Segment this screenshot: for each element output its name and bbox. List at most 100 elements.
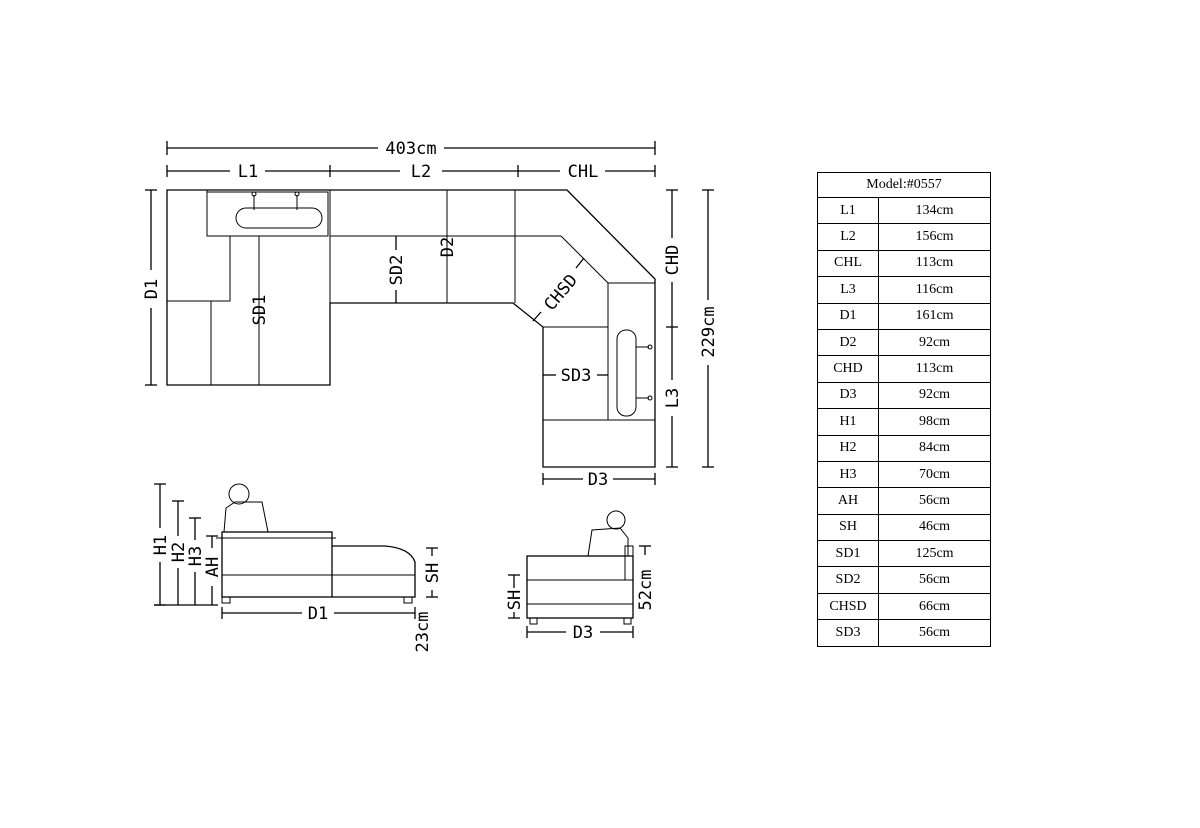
spec-key: CHD xyxy=(817,355,879,383)
total-width-dimension: 403cm xyxy=(166,139,656,159)
l1-label: L1 xyxy=(238,162,258,182)
spec-value: 66cm xyxy=(878,592,991,621)
sd2-label: SD2 xyxy=(387,255,407,286)
d3-label: D3 xyxy=(588,470,608,490)
d2-dimension: D2 xyxy=(438,237,458,257)
spec-value: 113cm xyxy=(878,355,991,383)
end-height-dimension: 52cm xyxy=(636,545,656,611)
end-view: SH 52cm D3 xyxy=(505,510,656,643)
person-figure xyxy=(223,483,269,533)
sd3-label: SD3 xyxy=(561,366,592,386)
d3-dimension: D3 xyxy=(542,470,656,490)
height-dimensions: H1 H2 H3 AH xyxy=(151,483,223,606)
end-sh-label: SH xyxy=(505,590,525,610)
spec-key: L1 xyxy=(817,196,879,225)
spec-value: 84cm xyxy=(878,434,991,462)
spec-key: SD1 xyxy=(817,540,879,568)
end-d3-dimension: D3 xyxy=(526,623,634,643)
spec-value: 92cm xyxy=(878,381,991,410)
end-d3-label: D3 xyxy=(573,623,593,643)
spec-value: 113cm xyxy=(878,249,991,278)
spec-table-header-row: Model:#0557 xyxy=(817,172,991,198)
spec-key: D3 xyxy=(817,381,879,410)
side-sh-dimension: SH xyxy=(423,547,443,598)
side-view: H1 H2 H3 AH SH D1 23cm xyxy=(151,483,443,653)
spec-key: AH xyxy=(817,487,879,515)
total-width-label: 403cm xyxy=(385,139,436,159)
spec-key: H2 xyxy=(817,434,879,462)
chl-label: CHL xyxy=(568,162,599,182)
spec-value: 156cm xyxy=(878,223,991,251)
spec-key: L2 xyxy=(817,223,879,251)
spec-value: 134cm xyxy=(878,196,991,225)
top-view: 403cm L1 L2 CHL xyxy=(142,139,719,490)
spec-value: 92cm xyxy=(878,328,991,357)
side-d1-dimension: D1 xyxy=(221,604,416,624)
h1-label: H1 xyxy=(151,535,171,555)
spec-key: SH xyxy=(817,513,879,542)
side-d1-label: D1 xyxy=(308,604,328,624)
ah-label: AH xyxy=(203,557,223,577)
d2-label: D2 xyxy=(438,237,458,257)
spec-value: 116cm xyxy=(878,276,991,304)
leg-height-dimension: 23cm xyxy=(413,612,433,653)
side-sh-label: SH xyxy=(423,563,443,583)
spec-value: 46cm xyxy=(878,513,991,542)
spec-value: 161cm xyxy=(878,302,991,330)
section-width-dimensions: L1 L2 CHL xyxy=(166,162,656,182)
person-figure-end xyxy=(587,510,629,557)
spec-value: 98cm xyxy=(878,408,991,436)
chd-label: CHD xyxy=(663,245,683,276)
end-height-label: 52cm xyxy=(636,570,656,611)
chsd-label: CHSD xyxy=(540,271,582,315)
total-depth-label: 229cm xyxy=(699,306,719,357)
h3-label: H3 xyxy=(186,546,206,566)
spec-key: D1 xyxy=(817,302,879,330)
spec-value: 70cm xyxy=(878,460,991,489)
spec-key: SD2 xyxy=(817,566,879,594)
spec-key: H1 xyxy=(817,408,879,436)
l2-label: L2 xyxy=(411,162,431,182)
spec-value: 56cm xyxy=(878,487,991,515)
end-sh-dimension: SH xyxy=(505,574,525,619)
sd1-label: SD1 xyxy=(250,295,270,326)
chaise-console xyxy=(235,191,653,401)
spec-value: 125cm xyxy=(878,540,991,568)
chd-dimension: CHD xyxy=(663,189,683,328)
spec-key: SD3 xyxy=(817,619,879,647)
sd2-dimension: SD2 xyxy=(387,236,407,303)
sofa-outline xyxy=(166,189,656,468)
sd3-dimension: SD3 xyxy=(543,366,608,386)
l3-dimension: L3 xyxy=(663,327,683,468)
l3-label: L3 xyxy=(663,388,683,408)
spec-key: L3 xyxy=(817,276,879,304)
d1-dimension: D1 xyxy=(142,189,162,386)
h2-label: H2 xyxy=(169,542,189,562)
chsd-dimension: CHSD xyxy=(532,257,585,322)
spec-key: D2 xyxy=(817,328,879,357)
spec-value: 56cm xyxy=(878,566,991,594)
total-depth-dimension: 229cm xyxy=(699,189,719,468)
spec-value: 56cm xyxy=(878,619,991,647)
d1-label: D1 xyxy=(142,279,162,299)
spec-key: CHL xyxy=(817,249,879,278)
